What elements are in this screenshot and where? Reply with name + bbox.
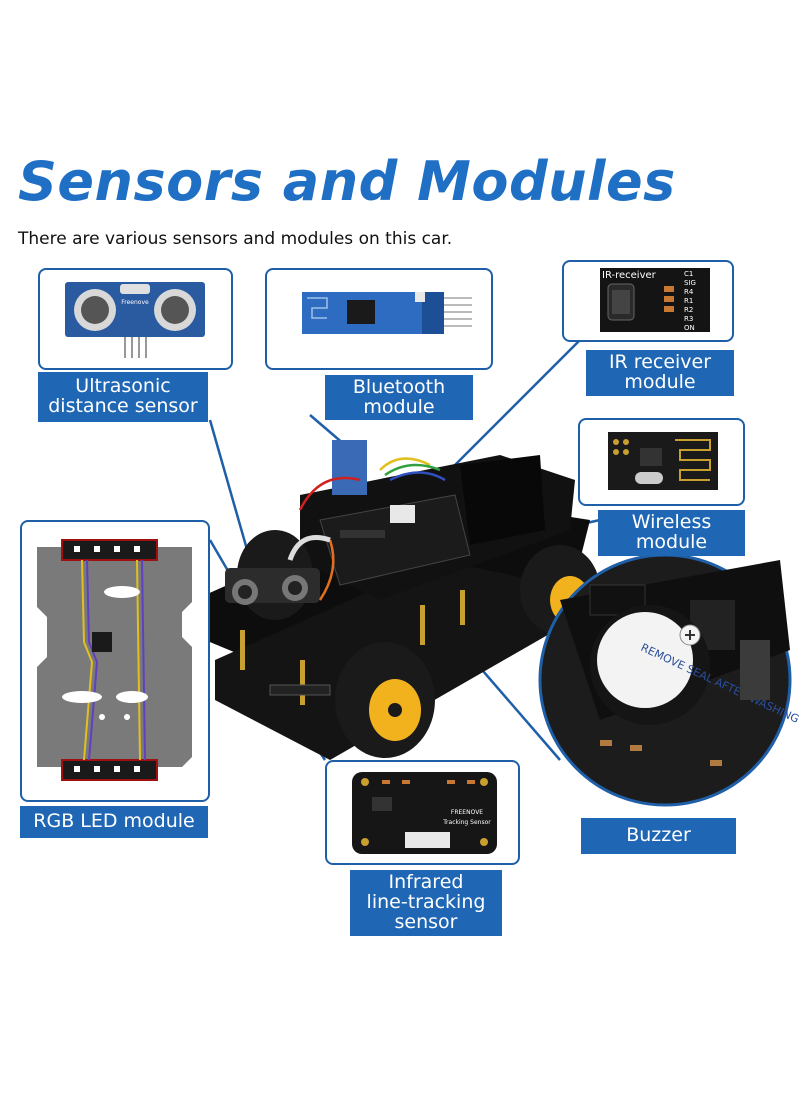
ir-pin-r3: R3	[684, 315, 693, 323]
bluetooth-module-image	[302, 292, 472, 334]
wireless-module-image	[608, 432, 718, 490]
infrared-label: Infrared line-tracking sensor	[350, 870, 502, 936]
ir-pin-sig: SIG	[684, 279, 696, 287]
rgb-led-box	[20, 520, 210, 802]
infrared-sensor-image: FREENOVE Tracking Sensor	[352, 772, 497, 854]
ir-pin-r2: R2	[684, 306, 693, 314]
rgb-led-image	[37, 539, 192, 781]
wireless-label: Wireless module	[598, 510, 745, 556]
ir-pin-r1: R1	[684, 297, 693, 305]
ir-pin-c1: C1	[684, 270, 693, 278]
page-title: Sensors and Modules	[18, 150, 676, 213]
infrared-box: FREENOVE Tracking Sensor	[325, 760, 520, 865]
ultrasonic-board-text: Freenove	[121, 299, 149, 306]
bluetooth-box	[265, 268, 493, 370]
infrared-brand-text: FREENOVE	[451, 809, 483, 816]
ir-pin-on: ON	[684, 324, 695, 332]
wireless-box	[578, 418, 745, 506]
ir-receiver-label: IR receiver module	[586, 350, 734, 396]
ir-pin-r4: R4	[684, 288, 694, 296]
car-body	[205, 440, 600, 760]
buzzer-label: Buzzer	[581, 818, 736, 854]
infrared-board-text: Tracking Sensor	[442, 819, 491, 826]
bluetooth-label: Bluetooth module	[325, 375, 473, 420]
ir-board-text: IR-receiver	[602, 270, 657, 281]
ultrasonic-label: Ultrasonic distance sensor	[38, 372, 208, 422]
page-subtitle: There are various sensors and modules on…	[18, 229, 453, 249]
ultrasonic-box: Freenove	[38, 268, 233, 370]
ultrasonic-sensor-image: Freenove	[65, 282, 205, 358]
rgb-led-label: RGB LED module	[20, 806, 208, 838]
buzzer-magnifier: REMOVE SEAL AFTER WASHING	[538, 553, 800, 807]
ir-receiver-box: IR-receiver C1 SIG R4 R1 R2 R3 ON	[562, 260, 734, 342]
ir-receiver-image: IR-receiver C1 SIG R4 R1 R2 R3 ON	[600, 268, 710, 332]
